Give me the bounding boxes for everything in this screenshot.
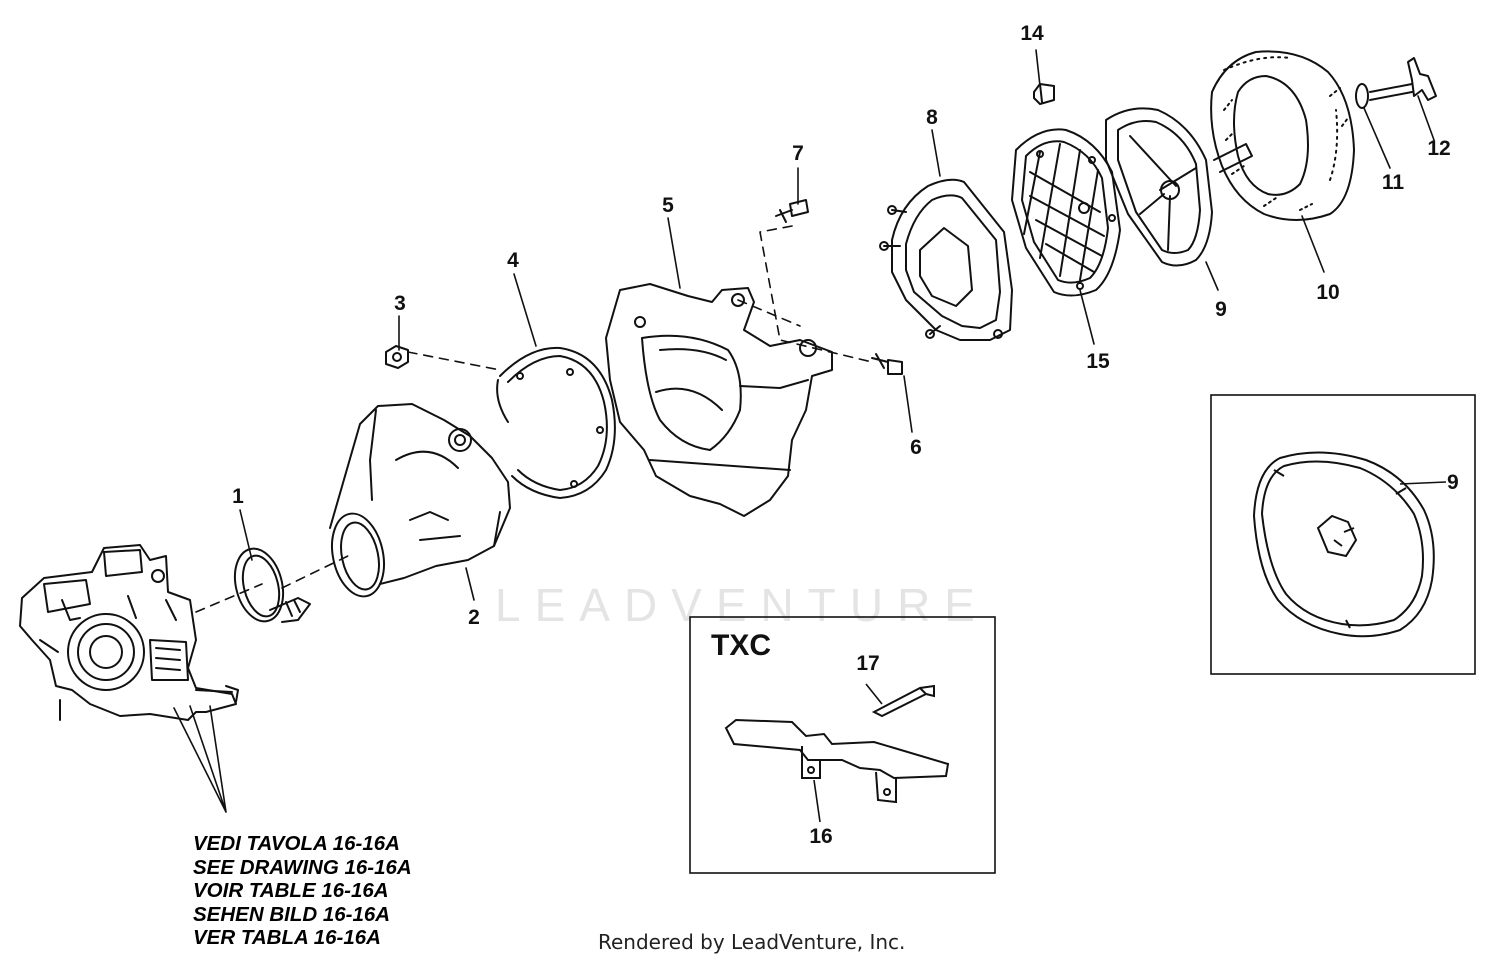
callout-11: 11 [1382,171,1405,194]
callout-6: 6 [910,436,922,459]
foam-element-part [1210,50,1355,221]
callout-7: 7 [792,142,804,165]
callout-3: 3 [394,292,406,315]
note-line-french: VOIR TABLE 16-16A [193,879,389,902]
filter-base-plate-part [879,178,1013,341]
callout-12: 12 [1427,137,1450,160]
callout-2: 2 [468,606,480,629]
knob-bolt-part [1369,57,1437,101]
mounting-bracket-part [605,283,833,517]
note-line-italian: VEDI TAVOLA 16-16A [193,832,400,855]
callout-1: 1 [232,485,244,508]
screw-part [775,199,809,223]
throttle-body-part [19,544,239,721]
callout-17: 17 [856,652,879,675]
nut-part [385,345,409,369]
gasket-part [496,346,616,499]
callout-16: 16 [809,825,832,848]
see-drawing-note: VEDI TAVOLA 16-16A SEE DRAWING 16-16A VO… [193,832,412,950]
callout-10: 10 [1316,281,1339,304]
screw-part [871,353,903,375]
inset-txc: TXC 17 16 [689,616,996,874]
note-line-spanish: VER TABLA 16-16A [193,926,381,949]
air-box-base-part [329,403,511,598]
callout-15: 15 [1086,350,1110,373]
inset-filter-cover: 9 [1210,394,1476,675]
leadventure-watermark: LEADVENTURE [495,579,989,631]
assembly-lines [195,225,873,613]
callout-5: 5 [662,194,674,217]
callout-8: 8 [926,106,938,129]
callout-4: 4 [507,249,519,272]
leader-lines [173,49,1435,813]
washer-part [1355,83,1369,109]
callout-14: 14 [1020,22,1044,45]
inset-txc-title: TXC [711,629,771,662]
callout-9: 9 [1215,298,1227,321]
inset-callout-9: 9 [1447,471,1459,494]
render-credit: Rendered by LeadVenture, Inc. [598,930,906,954]
filter-screen-part [1011,128,1121,297]
clip-part [1033,83,1055,105]
note-line-english: SEE DRAWING 16-16A [193,855,412,879]
note-line-german: SEHEN BILD 16-16A [193,902,391,926]
filter-cover-part [1105,107,1253,267]
hose-clamp-part [233,547,311,623]
